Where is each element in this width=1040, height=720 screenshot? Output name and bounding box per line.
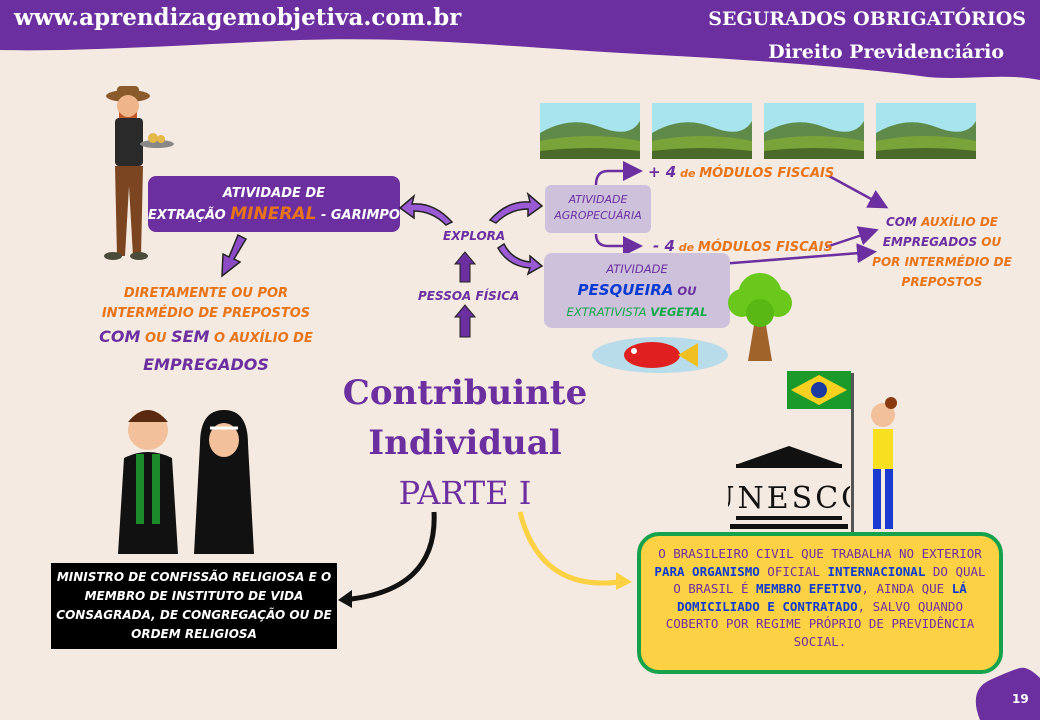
miner-illustration [104,86,174,260]
garimpo-detail: DIRETAMENTE OU POR INTERMÉDIO DE PREPOST… [96,284,316,378]
arrow-plus-4 [594,161,643,186]
farm-images [540,103,976,159]
detail-aux: O AUXÍLIO DE [209,331,313,346]
unesco-s5: DO QUAL O BRASIL É [673,563,986,597]
unesco-s9: , SALVO QUANDO COBERTO POR REGIME PRÓPRI… [665,598,975,649]
unesco-logo: UNESCO [728,446,850,529]
main-title: Contribuinte Individual [340,368,590,468]
site-url: www.aprendizagemobjetiva.com.br [14,4,462,31]
pesca-ou: OU [673,284,697,298]
arrow-to-auxilio-2 [825,226,879,249]
detail-ou: OU [140,331,172,346]
farm-image [764,103,864,159]
page-corner-blob [975,667,1040,720]
pessoa-fisica-label: PESSOA FÍSICA [418,289,520,303]
pesqueira-box: ATIVIDADE PESQUEIRA OU EXTRATIVISTA VEGE… [544,253,730,328]
parte-label: PARTE I [398,474,532,512]
pesca-extrativista: EXTRATIVISTA [566,305,651,319]
up-arrows [453,251,477,338]
pesca-pesqueira: PESQUEIRA [577,281,674,299]
minus-de: de [674,241,698,254]
unesco-s4: INTERNACIONAL [827,563,926,579]
unesco-s6: MEMBRO EFETIVO [756,581,862,596]
auxilio-ou: OU [977,235,1002,249]
garimpo-box: ATIVIDADE DE EXTRAÇÃO MINERAL - GARIMPO [148,176,400,232]
detail-line1: DIRETAMENTE OU POR [123,286,289,301]
auxilio-line4: PREPOSTOS [901,275,983,289]
unesco-s7: , AINDA QUE [861,581,952,596]
curved-arrows-explora [398,191,544,276]
garimpo-line1: ATIVIDADE DE [222,186,326,201]
girl-with-flag [787,371,897,533]
unesco-logo-text: UNESCO [728,481,850,516]
ministro-box: MINISTRO DE CONFISSÃO RELIGIOSA E O MEMB… [51,563,337,649]
detail-sem: SEM [171,327,210,346]
minus-txt: MÓDULOS FISCAIS [697,240,833,255]
garimpo-line2c: - GARIMPO [316,208,400,223]
unesco-s8: LÁ DOMICILIADO E CONTRATADO [677,581,967,614]
agropecuaria-box: ATIVIDADE AGROPECUÁRIA [545,185,651,233]
arrow-minus-4 [594,233,643,256]
plus-num: + 4 [648,163,677,181]
religious-figures [118,410,254,554]
arrow-to-auxilio-3 [719,243,877,266]
garimpo-line2a: EXTRAÇÃO [148,208,231,223]
auxilio-empregados: EMPREGADOS [882,235,978,249]
minus-num: - 4 [653,237,675,255]
farm-image [652,103,752,159]
farm-image [540,103,640,159]
organismo-internacional-box: O BRASILEIRO CIVIL QUE TRABALHA NO EXTER… [637,532,1003,674]
title-line2: Individual [368,423,562,463]
auxilio-text: COM AUXÍLIO DE EMPREGADOS OU POR INTERMÉ… [872,212,1012,292]
tree-icon [728,273,792,361]
pesca-vegetal: VEGETAL [650,305,708,319]
header-title: SEGURADOS OBRIGATÓRIOS [708,8,1026,30]
explora-label: EXPLORA [443,229,506,243]
plus-txt: MÓDULOS FISCAIS [699,166,835,181]
down-arrow-garimpo [221,233,248,278]
arrow-to-ministro [341,511,437,603]
auxilio-de: AUXÍLIO DE [916,215,998,229]
unesco-s2: PARA ORGANISMO [654,563,760,579]
plus-4-modulos: + 4 de MÓDULOS FISCAIS [648,163,834,181]
detail-line2: INTERMÉDIO DE PREPOSTOS [101,306,311,321]
arrow-to-auxilio-1 [828,174,889,209]
arrow-to-unesco [517,511,621,586]
page-number: 19 [1012,692,1029,706]
garimpo-mineral: MINERAL [230,204,317,224]
auxilio-line3: POR INTERMÉDIO DE [872,255,1012,269]
fish-icon [592,337,728,373]
farm-image [876,103,976,159]
detail-com: COM [99,327,141,346]
plus-de: de [676,167,700,180]
auxilio-com: COM [886,215,917,229]
unesco-s1: O BRASILEIRO CIVIL QUE TRABALHA NO EXTER… [658,546,982,561]
agro-line1: ATIVIDADE [568,193,628,206]
agro-line2: AGROPECUÁRIA [554,209,642,222]
header-subtitle: Direito Previdenciário [768,41,1004,63]
unesco-s3: OFICIAL [759,563,828,579]
minus-4-modulos: - 4 de MÓDULOS FISCAIS [653,237,833,255]
header-banner [0,0,1040,80]
title-line1: Contribuinte [342,373,588,413]
detail-empregados: EMPREGADOS [143,355,269,374]
pesca-line1: ATIVIDADE [606,262,668,276]
